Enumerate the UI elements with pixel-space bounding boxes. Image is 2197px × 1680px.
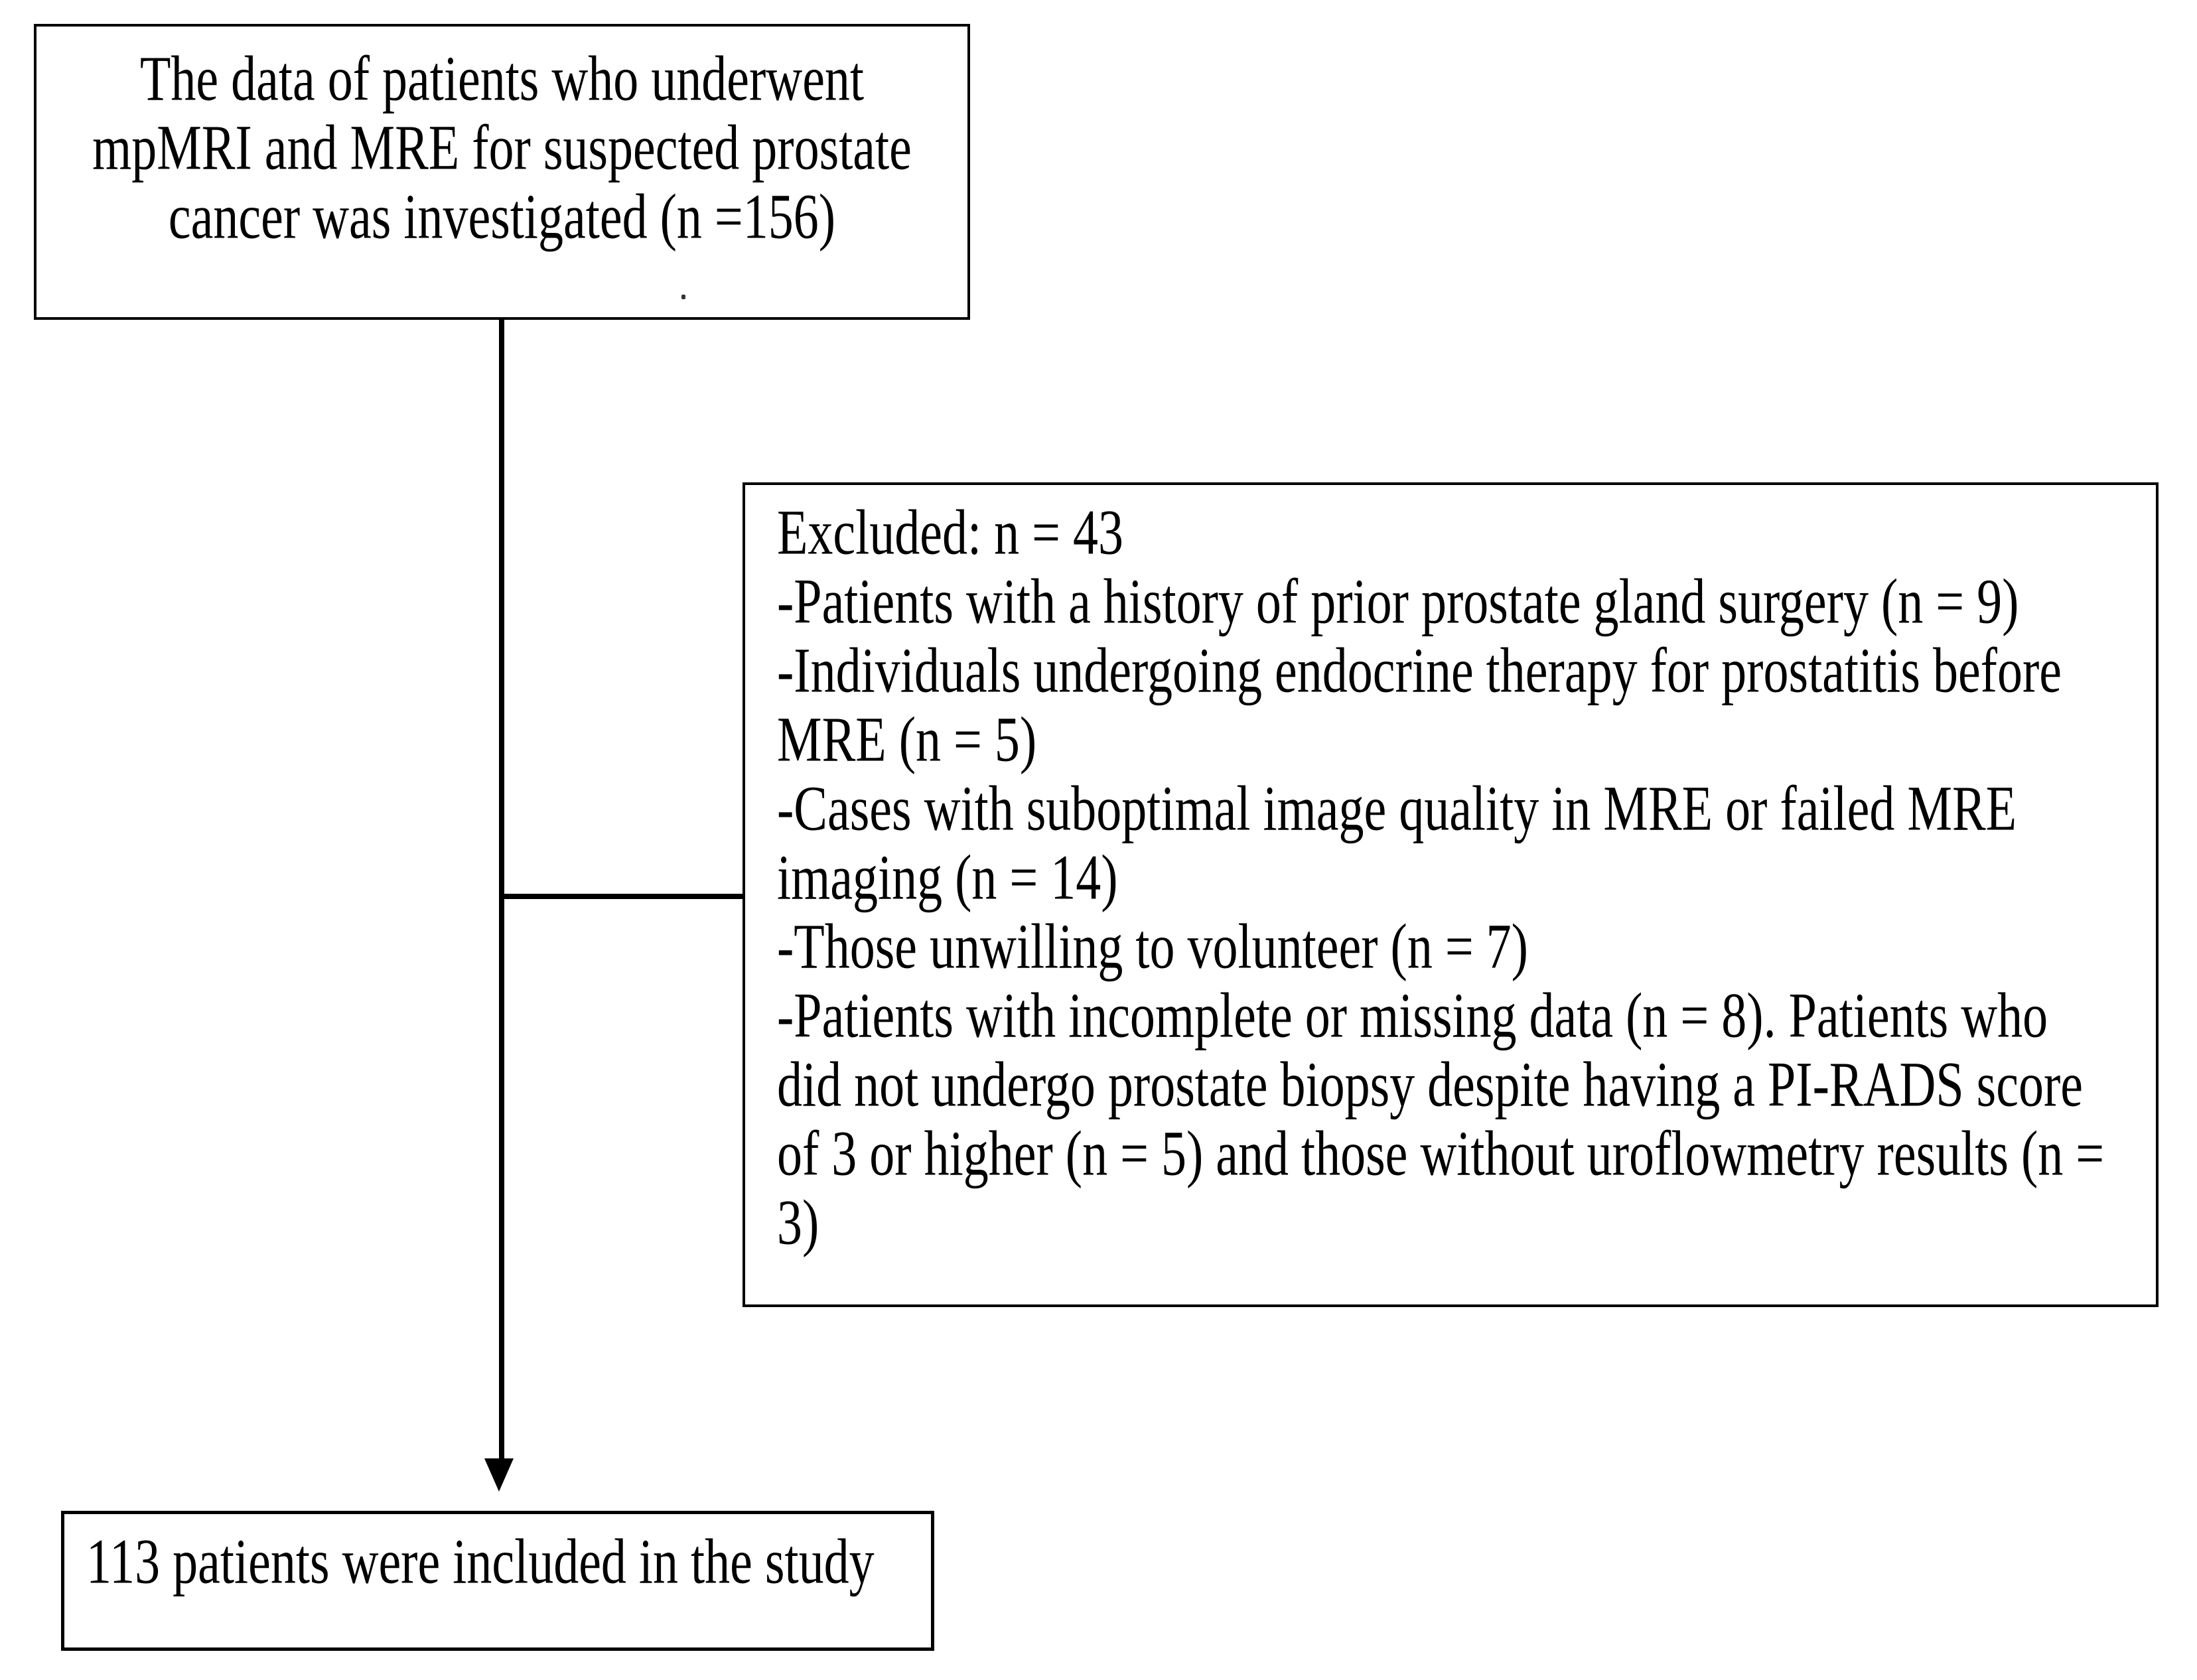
arrowhead-down-icon bbox=[484, 1458, 514, 1492]
text-line: mpMRI and MRE for suspected prostate bbox=[92, 112, 912, 184]
text-line: did not undergo prostate biopsy despite … bbox=[777, 1049, 2083, 1121]
included-box-text: 113 patients were included in the study bbox=[86, 1527, 914, 1596]
text-line: -Patients with a history of prior prosta… bbox=[777, 566, 2019, 638]
text-line: -Those unwilling to volunteer (n = 7) bbox=[777, 911, 1528, 983]
text-line: -Cases with suboptimal image quality in … bbox=[777, 773, 2017, 845]
text-line: cancer was investigated (n =156) bbox=[168, 181, 836, 253]
text-line: of 3 or higher (n = 5) and those without… bbox=[777, 1118, 2105, 1190]
stray-mark bbox=[681, 295, 685, 299]
connector-branch-line bbox=[499, 894, 743, 899]
text-line: MRE (n = 5) bbox=[777, 704, 1037, 776]
text-line: imaging (n = 14) bbox=[777, 842, 1118, 914]
excluded-box-text: Excluded: n = 43-Patients with a history… bbox=[777, 498, 2136, 1257]
text-line: 113 patients were included in the study bbox=[86, 1526, 875, 1598]
flow-box-included: 113 patients were included in the study bbox=[61, 1511, 934, 1651]
text-line: Excluded: n = 43 bbox=[777, 497, 1123, 569]
text-line: The data of patients who underwent bbox=[139, 43, 865, 115]
text-line: -Patients with incomplete or missing dat… bbox=[777, 980, 2048, 1052]
connector-vertical-line bbox=[499, 320, 504, 1458]
flow-box-excluded: Excluded: n = 43-Patients with a history… bbox=[743, 482, 2159, 1307]
text-line: 3) bbox=[777, 1187, 819, 1259]
text-line: -Individuals undergoing endocrine therap… bbox=[777, 635, 2062, 707]
